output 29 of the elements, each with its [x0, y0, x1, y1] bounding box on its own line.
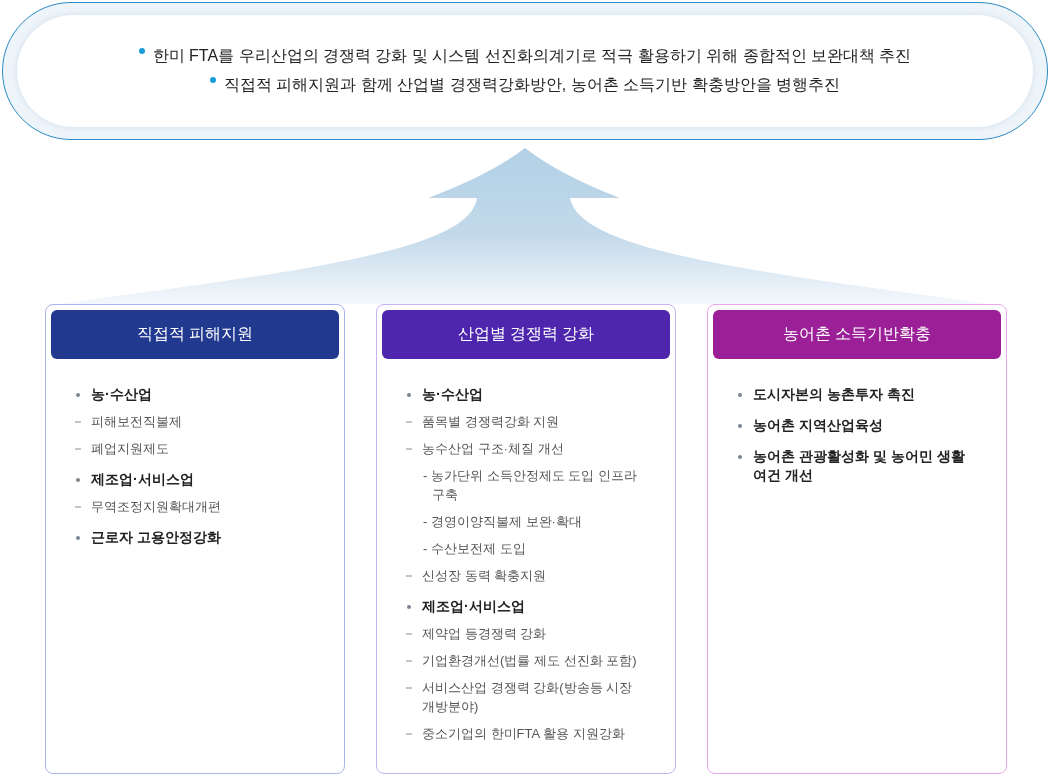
- bullet-item: 농어촌 관광활성화 및 농어민 생활여건 개선: [737, 447, 971, 485]
- sub-item: 제약업 등경쟁력 강화: [406, 624, 547, 643]
- sub-item: 무역조정지원확대개편: [75, 497, 221, 516]
- sub-item: - 농가단위 소득안정제도 도입 인프라 구축: [423, 467, 638, 504]
- sub-item: 중소기업의 한미FTA 활용 지원강화: [406, 724, 625, 743]
- sub-item: 기업환경개선(법률 제도 선진화 포함): [406, 651, 637, 670]
- sub-item: 신성장 동력 확충지원: [406, 566, 547, 585]
- bullet-item: 도시자본의 농촌투자 촉진: [737, 385, 915, 404]
- column-card: [376, 304, 676, 774]
- bullet-text: 한미 FTA를 우리산업의 경쟁력 강화 및 시스템 선진화의계기로 적극 활용하기 위해 종합적인 보완대책 추진: [138, 46, 912, 67]
- sub-item: - 경영이양직불제 보완·확대: [423, 513, 582, 531]
- bullet-item: 제조업·서비스업: [75, 470, 194, 489]
- sub-item: 폐업지원제도: [75, 439, 169, 458]
- bullet-item: 농어촌 지역산업육성: [737, 416, 883, 435]
- column-header: 직접적 피해지원: [51, 310, 339, 359]
- bullet-item: 제조업·서비스업: [406, 597, 525, 616]
- sub-item: - 수산보전제 도입: [423, 540, 526, 558]
- bullet-item: 농·수산업: [75, 385, 152, 404]
- bullet-item: 농·수산업: [406, 385, 483, 404]
- column-header: 농어촌 소득기반확충: [713, 310, 1001, 359]
- column-card: [45, 304, 345, 774]
- sub-item: 품목별 경쟁력강화 지원: [406, 412, 560, 431]
- sub-item: 서비스산업 경쟁력 강화(방송등 시장 개방분야): [406, 678, 640, 716]
- column-header: 산업별 경쟁력 강화: [382, 310, 670, 359]
- sub-item: 피해보전직불제: [75, 412, 182, 431]
- bullet-item: 근로자 고용안정강화: [75, 528, 221, 547]
- sub-item: 농수산업 구조·체질 개선: [406, 439, 564, 458]
- column-card: [707, 304, 1007, 774]
- bullet-text: 직접적 피해지원과 함께 산업별 경쟁력강화방안, 농어촌 소득기반 확충방안을 병행추진: [210, 75, 840, 96]
